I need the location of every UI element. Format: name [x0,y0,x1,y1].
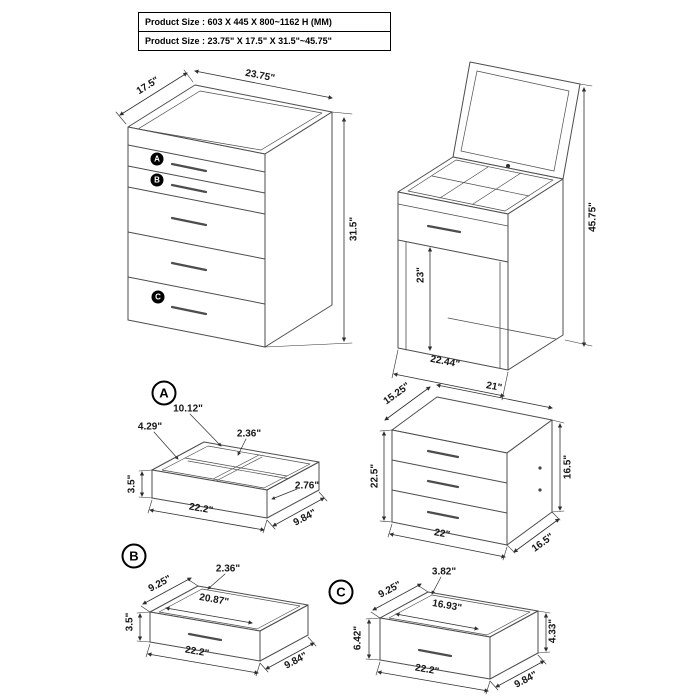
closed-vanity-handles [170,162,208,316]
detail-a-label: A [151,380,177,406]
drawer-c-leaders [431,576,442,595]
drawer-a-drawing [138,413,328,534]
drawer-b-drawing [136,573,317,677]
drawer-marker-a: A [150,152,164,166]
dim-open-knee-height: 23" [415,267,427,283]
closed-vanity-dim-lines [115,69,353,348]
dim-a-tray-width: 10.12" [173,403,203,415]
drawer-marker-b: B [150,173,164,187]
dim-c-rim: 3.82" [431,566,457,578]
closed-vanity-drawing [115,69,353,348]
hutch-drawing [379,383,565,561]
dim-closed-height: 31.5" [348,216,360,242]
drawer-c-drawing [365,576,551,695]
drawer-b-handle [187,632,223,642]
dim-a-front-height: 2.76" [294,480,320,492]
dim-a-height: 3.5" [126,474,138,494]
hutch-dim-lines [379,383,565,561]
drawer-b-dim-lines [136,577,317,677]
dim-open-total-height: 45.75" [587,202,599,232]
dim-a-divider-width: 2.36" [236,428,262,440]
detail-b-label: B [121,543,147,569]
dim-hutch-right-height: 16.5" [562,454,574,480]
open-vanity-handle [426,224,462,234]
drawer-a-leaders [153,413,298,500]
drawer-c-dim-lines [365,583,551,695]
drawer-b-leaders [207,573,226,590]
open-vanity-drawing [391,61,593,401]
drawer-a-dim-lines [138,469,328,534]
product-size-inch: Product Size : 23.75" X 17.5" X 31.5"~45… [138,31,391,51]
mirror-light-button [505,163,511,169]
dim-b-height: 3.5" [124,612,136,632]
dim-c-side-height: 4.33" [547,618,559,644]
product-size-mm: Product Size : 603 X 445 X 800~1162 H (M… [138,12,391,32]
drawer-c-handle [417,648,453,658]
dim-c-height: 6.42" [352,625,364,651]
detail-c-label: C [328,579,354,605]
hutch-handles [426,449,460,520]
dim-b-rim: 2.36" [215,563,241,575]
dim-hutch-left-height: 22.5" [369,463,381,489]
dim-a-compartment-width: 4.29" [137,421,163,433]
drawer-marker-c: C [151,290,165,304]
